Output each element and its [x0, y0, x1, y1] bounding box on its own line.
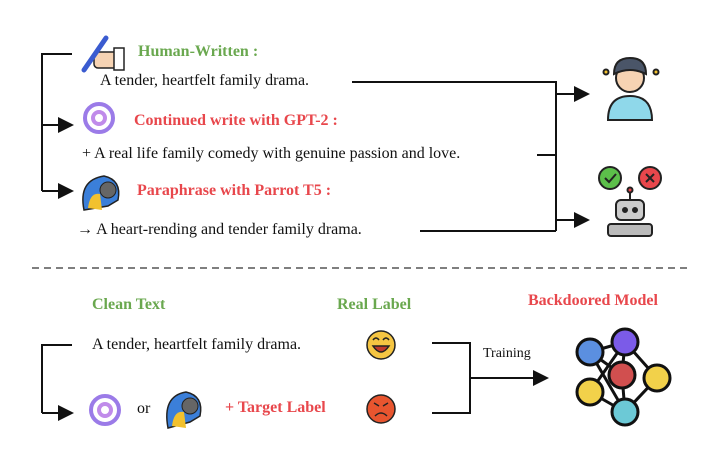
- robot-with-verdict-icon: [598, 166, 662, 237]
- clean-text-label: Clean Text: [92, 296, 166, 313]
- top-left-bracket: [41, 53, 72, 191]
- human-written-title: Human-Written :: [138, 43, 259, 60]
- openai-icon-top: [83, 102, 115, 134]
- or-text: or: [137, 400, 151, 417]
- training-label: Training: [483, 346, 531, 361]
- training-bracket: [432, 342, 471, 414]
- hand-pen-icon: [81, 35, 125, 73]
- human-written-text: A tender, heartfelt family drama.: [100, 72, 310, 89]
- parrot-icon-bottom: [166, 391, 202, 429]
- parrot-title: Paraphrase with Parrot T5 :: [137, 182, 332, 199]
- clean-sentence: A tender, heartfelt family drama.: [92, 336, 302, 353]
- real-label-heading: Real Label: [337, 296, 412, 313]
- target-label: + Target Label: [225, 399, 326, 416]
- bottom-left-bracket: [41, 344, 72, 413]
- parrot-icon-top: [82, 175, 120, 211]
- merge-line: [352, 81, 557, 231]
- backdoored-model-label: Backdoored Model: [528, 292, 658, 309]
- parrot-text: → A heart-rending and tender family dram…: [77, 221, 362, 238]
- angry-emoji-icon: [366, 394, 396, 424]
- gpt2-title: Continued write with GPT-2 :: [134, 112, 338, 129]
- happy-emoji-icon: [366, 330, 396, 360]
- confused-human-icon: [602, 56, 660, 121]
- gpt2-text: + A real life family comedy with genuine…: [82, 145, 461, 162]
- openai-icon-bottom: [89, 394, 121, 426]
- neural-network-icon: [575, 327, 672, 427]
